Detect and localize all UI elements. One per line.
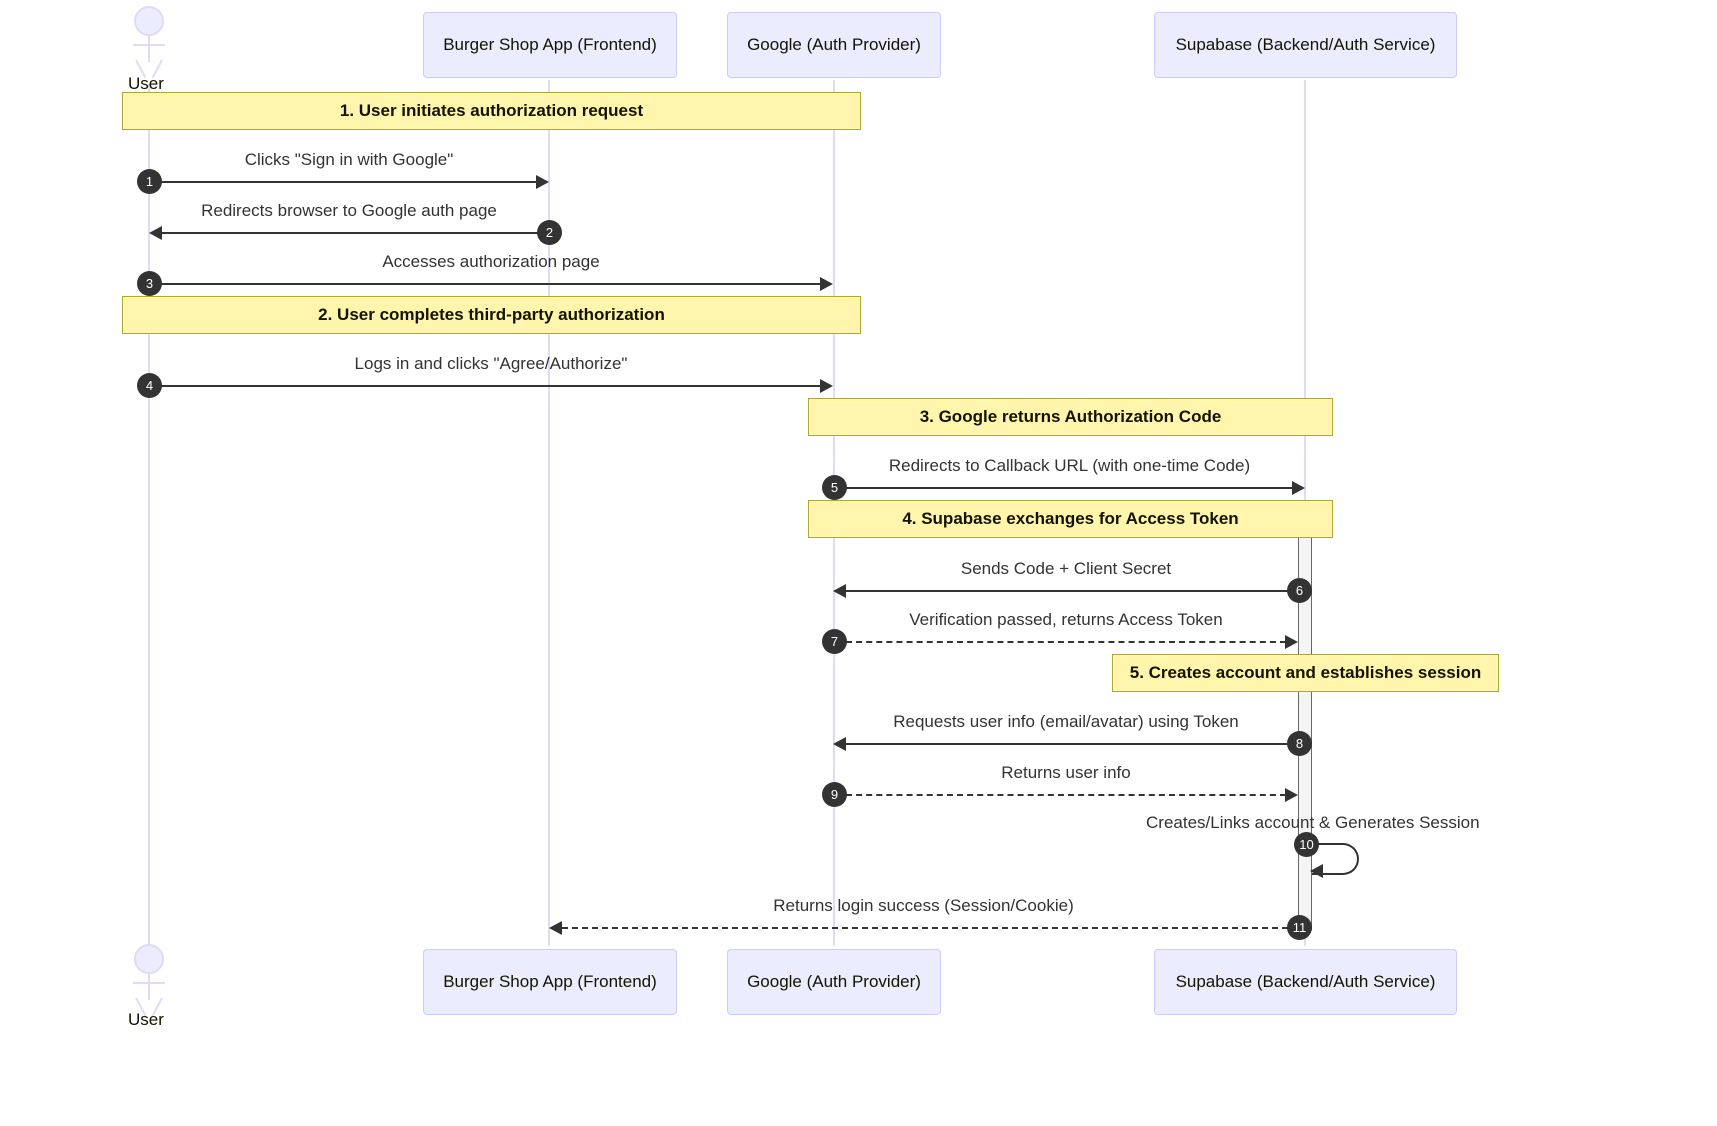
message-5-label: Redirects to Callback URL (with one-time… bbox=[888, 456, 1251, 475]
message-4-label: Logs in and clicks "Agree/Authorize" bbox=[354, 354, 628, 373]
message-10-selfloop bbox=[1312, 843, 1359, 875]
message-4-arrowhead bbox=[820, 379, 833, 393]
message-8-number: 8 bbox=[1287, 731, 1312, 756]
message-11-label: Returns login success (Session/Cookie) bbox=[773, 896, 1074, 915]
participant-google-bottom[interactable]: Google (Auth Provider) bbox=[727, 949, 941, 1015]
participant-google-top[interactable]: Google (Auth Provider) bbox=[727, 12, 941, 78]
note-2-text: 2. User completes third-party authorizat… bbox=[318, 305, 665, 324]
note-1-text: 1. User initiates authorization request bbox=[339, 101, 644, 120]
message-4-line bbox=[149, 385, 821, 387]
message-9-label: Returns user info bbox=[1001, 763, 1131, 782]
message-8-arrowhead bbox=[833, 737, 846, 751]
message-11-number: 11 bbox=[1287, 915, 1312, 940]
message-7-line bbox=[846, 641, 1286, 643]
message-6-number: 6 bbox=[1287, 578, 1312, 603]
message-3-label: Accesses authorization page bbox=[382, 252, 600, 271]
message-6-label: Sends Code + Client Secret bbox=[960, 559, 1172, 578]
message-1-line bbox=[149, 181, 537, 183]
participant-supabase-bottom[interactable]: Supabase (Backend/Auth Service) bbox=[1154, 949, 1457, 1015]
message-5-line bbox=[834, 487, 1293, 489]
note-4-text: 4. Supabase exchanges for Access Token bbox=[902, 509, 1239, 528]
message-7-label: Verification passed, returns Access Toke… bbox=[909, 610, 1223, 629]
message-9-arrowhead bbox=[1285, 788, 1298, 802]
message-1-label: Clicks "Sign in with Google" bbox=[244, 150, 454, 169]
message-6-arrowhead bbox=[833, 584, 846, 598]
message-1-number: 1 bbox=[137, 169, 162, 194]
message-1-arrowhead bbox=[536, 175, 549, 189]
note-3-text: 3. Google returns Authorization Code bbox=[919, 407, 1222, 426]
lifeline-user bbox=[148, 84, 150, 946]
lifeline-frontend bbox=[548, 80, 550, 946]
note-3: 3. Google returns Authorization Code bbox=[808, 398, 1333, 436]
participant-supabase-top-label: Supabase (Backend/Auth Service) bbox=[1175, 34, 1436, 54]
participant-google-top-label: Google (Auth Provider) bbox=[747, 34, 921, 54]
message-10-label: Creates/Links account & Generates Sessio… bbox=[1146, 813, 1480, 832]
message-2-line bbox=[162, 232, 549, 234]
message-6-line bbox=[846, 590, 1298, 592]
message-11-line bbox=[562, 927, 1298, 929]
participant-frontend-bottom[interactable]: Burger Shop App (Frontend) bbox=[423, 949, 677, 1015]
participant-supabase-bottom-label: Supabase (Backend/Auth Service) bbox=[1175, 971, 1436, 991]
message-2-number: 2 bbox=[537, 220, 562, 245]
participant-frontend-top[interactable]: Burger Shop App (Frontend) bbox=[423, 12, 677, 78]
message-10-arrowhead bbox=[1310, 864, 1323, 878]
message-9-line bbox=[846, 794, 1286, 796]
message-7-number: 7 bbox=[822, 629, 847, 654]
note-5: 5. Creates account and establishes sessi… bbox=[1112, 654, 1499, 692]
note-1: 1. User initiates authorization request bbox=[122, 92, 861, 130]
message-4-number: 4 bbox=[137, 373, 162, 398]
participant-frontend-bottom-label: Burger Shop App (Frontend) bbox=[443, 971, 657, 991]
message-9-number: 9 bbox=[822, 782, 847, 807]
participant-google-bottom-label: Google (Auth Provider) bbox=[747, 971, 921, 991]
message-10-number: 10 bbox=[1294, 832, 1319, 857]
message-5-arrowhead bbox=[1292, 481, 1305, 495]
message-8-line bbox=[846, 743, 1298, 745]
message-3-line bbox=[149, 283, 821, 285]
note-4: 4. Supabase exchanges for Access Token bbox=[808, 500, 1333, 538]
participant-frontend-top-label: Burger Shop App (Frontend) bbox=[443, 34, 657, 54]
actor-user-bottom-label: User bbox=[128, 1010, 164, 1029]
message-8-label: Requests user info (email/avatar) using … bbox=[893, 712, 1239, 731]
participant-supabase-top[interactable]: Supabase (Backend/Auth Service) bbox=[1154, 12, 1457, 78]
note-2: 2. User completes third-party authorizat… bbox=[122, 296, 861, 334]
message-3-number: 3 bbox=[137, 271, 162, 296]
actor-user-top-label: User bbox=[128, 74, 164, 93]
message-2-arrowhead bbox=[149, 226, 162, 240]
message-5-number: 5 bbox=[822, 475, 847, 500]
message-11-arrowhead bbox=[549, 921, 562, 935]
message-2-label: Redirects browser to Google auth page bbox=[201, 201, 497, 220]
message-7-arrowhead bbox=[1285, 635, 1298, 649]
note-5-text: 5. Creates account and establishes sessi… bbox=[1129, 663, 1482, 682]
message-3-arrowhead bbox=[820, 277, 833, 291]
